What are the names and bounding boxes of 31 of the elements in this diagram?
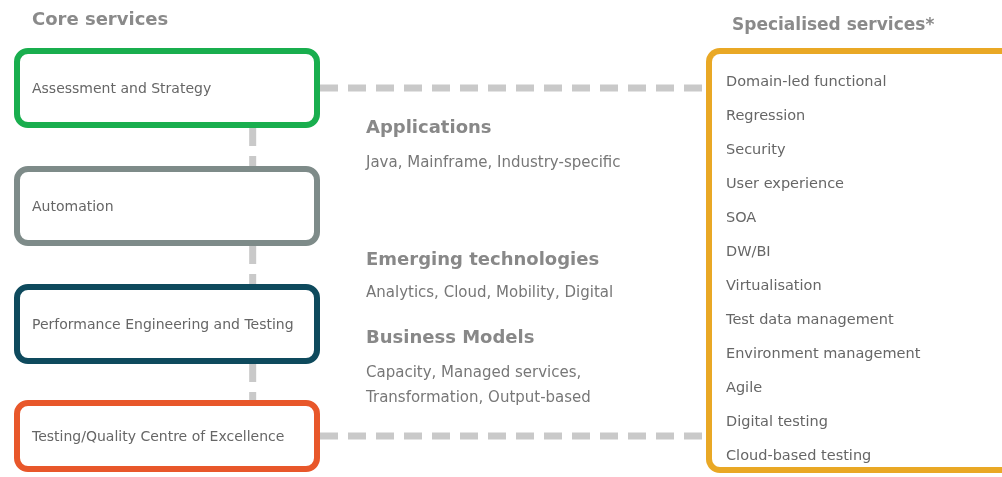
list-item: Domain-led functional — [726, 72, 888, 91]
box-label: Assessment and Strategy — [32, 80, 212, 96]
list-item: SOA — [726, 208, 758, 227]
category-text: Java, Mainframe, Industry-specific — [366, 152, 622, 173]
service-box — [14, 48, 320, 128]
dashed-connector — [249, 364, 257, 400]
category-heading: Emerging technologies — [366, 248, 600, 269]
category-heading: Business Models — [366, 326, 535, 347]
list-item: Environment management — [726, 344, 922, 363]
service-box — [14, 400, 320, 472]
service-box — [14, 284, 320, 364]
section-title: Core services — [32, 8, 169, 29]
dashed-connector — [249, 246, 257, 284]
list-item: Digital testing — [726, 412, 829, 431]
list-item: Cloud-based testing — [726, 446, 873, 465]
box-label: Testing/Quality Centre of Excellence — [32, 428, 285, 444]
box-label: Performance Engineering and Testing — [32, 316, 294, 332]
list-item: Agile — [726, 378, 764, 397]
service-box — [14, 166, 320, 246]
box-label: Automation — [32, 198, 114, 214]
list-item: DW/BI — [726, 242, 772, 261]
list-item: Virtualisation — [726, 276, 823, 295]
list-item: User experience — [726, 174, 846, 193]
list-item: Regression — [726, 106, 807, 125]
category-heading: Applications — [366, 116, 492, 137]
category-text: Analytics, Cloud, Mobility, Digital — [366, 282, 615, 303]
list-item: Security — [726, 140, 787, 159]
box-heading: Specialised services* — [732, 14, 935, 34]
category-text: Capacity, Managed services, Transformation, Output-based — [366, 362, 592, 408]
dashed-connector — [249, 128, 257, 166]
list-item: Test data management — [726, 310, 895, 329]
